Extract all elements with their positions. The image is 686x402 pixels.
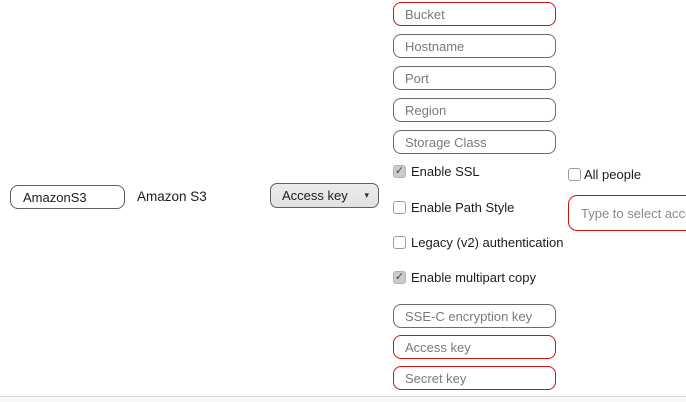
legacy-v2-auth-checkbox[interactable]: Legacy (v2) authentication [393, 234, 564, 250]
protocol-name-label: Amazon S3 [137, 189, 207, 204]
region-field[interactable] [393, 98, 556, 122]
enable-path-style-label: Enable Path Style [411, 199, 515, 215]
access-key-field[interactable] [393, 335, 556, 359]
auth-type-select[interactable]: Access key ▾ [270, 183, 379, 208]
chevron-down-icon: ▾ [364, 190, 369, 200]
enable-ssl-label: Enable SSL [411, 163, 480, 179]
storage-class-field[interactable] [393, 130, 556, 154]
all-people-label: All people [584, 166, 642, 182]
checkbox-unchecked-icon [568, 167, 581, 181]
enable-multipart-copy-checkbox[interactable]: Enable multipart copy [393, 269, 537, 285]
account-select-input[interactable] [568, 195, 686, 231]
enable-path-style-checkbox[interactable]: Enable Path Style [393, 199, 515, 215]
checkbox-checked-icon [393, 270, 406, 284]
auth-type-selected-value: Access key [282, 188, 348, 203]
bucket-field[interactable] [393, 2, 556, 26]
all-people-checkbox[interactable]: All people [568, 166, 642, 182]
port-field[interactable] [393, 66, 556, 90]
checkbox-unchecked-icon [393, 235, 406, 249]
protocol-id-input[interactable] [10, 185, 125, 209]
checkbox-checked-icon [393, 164, 406, 178]
enable-multipart-copy-label: Enable multipart copy [411, 269, 537, 285]
footer-strip [0, 397, 686, 402]
secret-key-field[interactable] [393, 366, 556, 390]
legacy-v2-auth-label: Legacy (v2) authentication [411, 234, 564, 250]
footer-divider [0, 396, 686, 397]
checkbox-unchecked-icon [393, 200, 406, 214]
sse-c-encryption-key-field[interactable] [393, 304, 556, 328]
hostname-field[interactable] [393, 34, 556, 58]
enable-ssl-checkbox[interactable]: Enable SSL [393, 163, 480, 179]
